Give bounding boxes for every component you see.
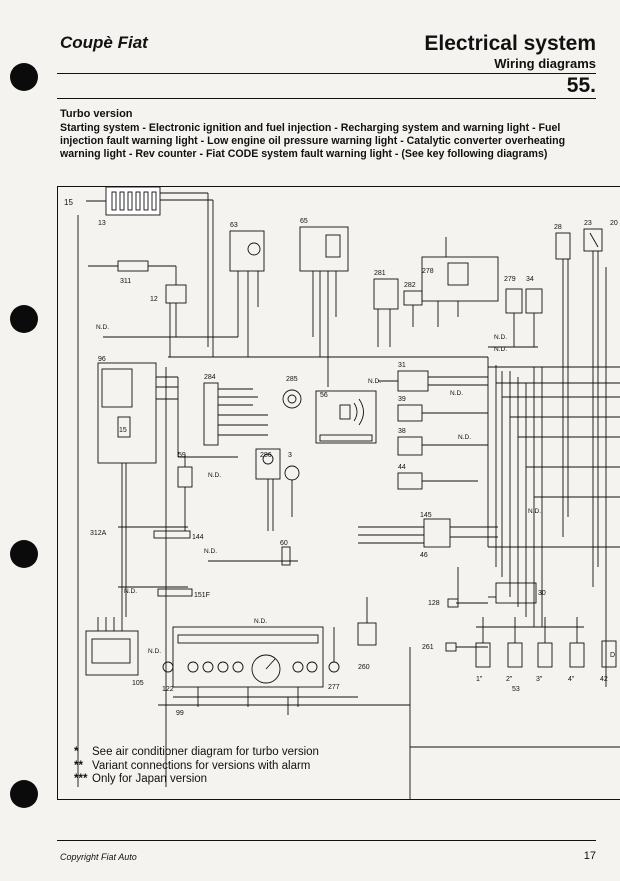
component-label: 277 [328, 684, 340, 691]
footnote-mark: * [74, 746, 79, 758]
component-label: 13 [98, 220, 106, 227]
binder-hole [10, 780, 38, 808]
component-label: 122 [162, 686, 174, 693]
not-defined-label: N.D. [494, 334, 507, 341]
footnotes: * See air conditioner diagram for turbo v… [74, 746, 319, 787]
header-rule [57, 73, 596, 74]
diagram-description: Starting system - Electronic ignition an… [60, 122, 566, 160]
component-label: 31 [398, 362, 406, 369]
footnote-mark: ** [74, 759, 83, 772]
component-label: 281 [374, 270, 386, 277]
not-defined-label: N.D. [254, 618, 267, 625]
section-title: Electrical system [424, 32, 596, 55]
component-label: 20 [610, 220, 618, 227]
wire-lines [77, 187, 620, 799]
component-label: 99 [176, 710, 184, 717]
page-number: 55. [566, 74, 596, 97]
component-label: 105 [132, 680, 144, 687]
folio: 17 [583, 850, 596, 862]
component-label: 28 [554, 224, 562, 231]
component-label: 1" [476, 676, 483, 683]
component-label: 56 [320, 392, 328, 399]
footnote-text: Only for Japan version [92, 773, 208, 785]
component-label: 65 [300, 218, 308, 225]
component-label: 3" [536, 676, 543, 683]
not-defined-label: N.D. [528, 508, 541, 515]
component-label: 44 [398, 464, 406, 471]
footnote-text: Variant connections for versions with al… [92, 759, 311, 772]
component-label: 128 [428, 600, 440, 607]
component-label: 2" [506, 676, 513, 683]
component-label: 278 [422, 268, 434, 275]
footnote: * See air conditioner diagram for turbo v… [74, 746, 319, 760]
not-defined-label: N.D. [450, 390, 463, 397]
component-label: 260 [358, 664, 370, 671]
not-defined-label: N.D. [494, 346, 507, 353]
not-defined-label: N.D. [124, 588, 137, 595]
footer-rule [57, 840, 596, 841]
footnote-text: See air conditioner diagram for turbo ve… [92, 746, 319, 758]
not-defined-label: N.D. [204, 548, 217, 555]
brand: Coupè Fiat [60, 33, 148, 52]
component-label: 3 [288, 452, 292, 459]
component-label: 312A [90, 530, 107, 537]
binder-hole [10, 305, 38, 333]
component-label: 15 [119, 427, 127, 434]
component-label: 63 [230, 222, 238, 229]
footnote-mark: *** [74, 773, 88, 785]
component-label: 34 [526, 276, 534, 283]
wiring-diagram-canvas: 15 13 311 12 96 15 312A 63 65 284 285 56… [64, 187, 620, 799]
component-label: 96 [98, 356, 106, 363]
nd-label-layer: N.D. N.D. N.D. N.D. N.D. N.D. N.D. N.D. … [96, 324, 541, 655]
component-label: D [610, 652, 615, 659]
component-label: 38 [398, 428, 406, 435]
component-label: 151F [194, 592, 210, 599]
header-rule-lower [57, 98, 596, 99]
binder-hole [10, 540, 38, 568]
component-label: 46 [420, 552, 428, 559]
component-label: 53 [512, 686, 520, 693]
not-defined-label: N.D. [368, 378, 381, 385]
component-label: 60 [280, 540, 288, 547]
component-label: 39 [398, 396, 406, 403]
component-label: 144 [192, 534, 204, 541]
section-subtitle: Wiring diagrams [494, 56, 596, 71]
component-label: 279 [504, 276, 516, 283]
component-label: 311 [120, 278, 131, 285]
component-label: 59 [178, 452, 186, 459]
copyright: Copyright Fiat Auto [60, 852, 137, 862]
component-label: 4" [568, 676, 575, 683]
component-label: 30 [538, 590, 546, 597]
component-label: 145 [420, 512, 432, 519]
component-label: 23 [584, 220, 592, 227]
not-defined-label: N.D. [96, 324, 109, 331]
component-label: 282 [404, 282, 416, 289]
binder-hole [10, 63, 38, 91]
not-defined-label: N.D. [208, 472, 221, 479]
component-label: 42 [600, 676, 608, 683]
component-label: 15 [64, 198, 73, 207]
not-defined-label: N.D. [458, 434, 471, 441]
version-heading: Turbo version [60, 108, 133, 120]
component-label-layer: 15 13 311 12 96 15 312A 63 65 284 285 56… [64, 198, 618, 717]
component-label: 285 [286, 376, 298, 383]
footnote: *** Only for Japan version [74, 773, 319, 787]
not-defined-label: N.D. [148, 648, 161, 655]
footnote: ** Variant connections for versions with … [74, 760, 319, 774]
component-label: 261 [422, 644, 434, 651]
component-label: 284 [204, 374, 216, 381]
component-label: 12 [150, 296, 158, 303]
wiring-diagram: 15 13 311 12 96 15 312A 63 65 284 285 56… [57, 186, 620, 800]
component-label: 286 [260, 452, 272, 459]
